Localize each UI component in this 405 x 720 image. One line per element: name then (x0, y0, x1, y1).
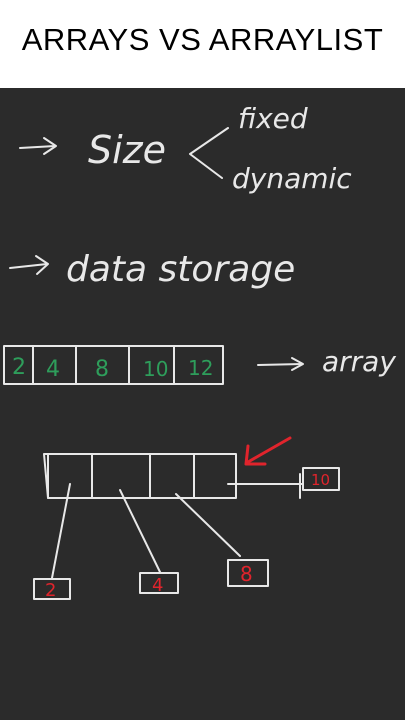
element-value: 8 (240, 562, 253, 586)
array-value: 4 (46, 357, 60, 382)
element-box (33, 578, 71, 600)
new-value-box (302, 467, 340, 491)
chalkboard: Size fixed dynamic data storage array 2 … (0, 88, 405, 720)
page-title: ARRAYS VS ARRAYLIST (21, 22, 384, 57)
highlight-arrow-icon (244, 436, 292, 466)
board-drawing: Size fixed dynamic data storage array 2 … (3, 102, 396, 601)
element-box (227, 559, 269, 587)
array-box (3, 345, 224, 385)
element-box (139, 572, 179, 594)
data-storage-label: data storage (66, 249, 295, 290)
reference-line (51, 483, 71, 579)
array-value: 8 (95, 357, 109, 382)
reference-line (119, 489, 161, 573)
branch-bracket (189, 127, 229, 179)
title-banner: ARRAYS VS ARRAYLIST (0, 0, 405, 88)
arraylist-box (43, 453, 237, 499)
dynamic-label: dynamic (232, 162, 352, 195)
arrow-icon (9, 255, 49, 275)
fixed-label: fixed (238, 102, 308, 135)
element-value: 4 (152, 575, 163, 596)
array-value: 2 (12, 355, 26, 380)
reference-line (175, 493, 241, 557)
array-label: array (322, 345, 396, 378)
array-value: 10 (143, 357, 168, 381)
arrow-icon (257, 357, 304, 371)
new-value: 10 (311, 471, 330, 489)
element-value: 2 (45, 580, 56, 601)
size-label: Size (88, 128, 166, 172)
array-value: 12 (188, 356, 213, 380)
arrow-icon (19, 137, 57, 155)
